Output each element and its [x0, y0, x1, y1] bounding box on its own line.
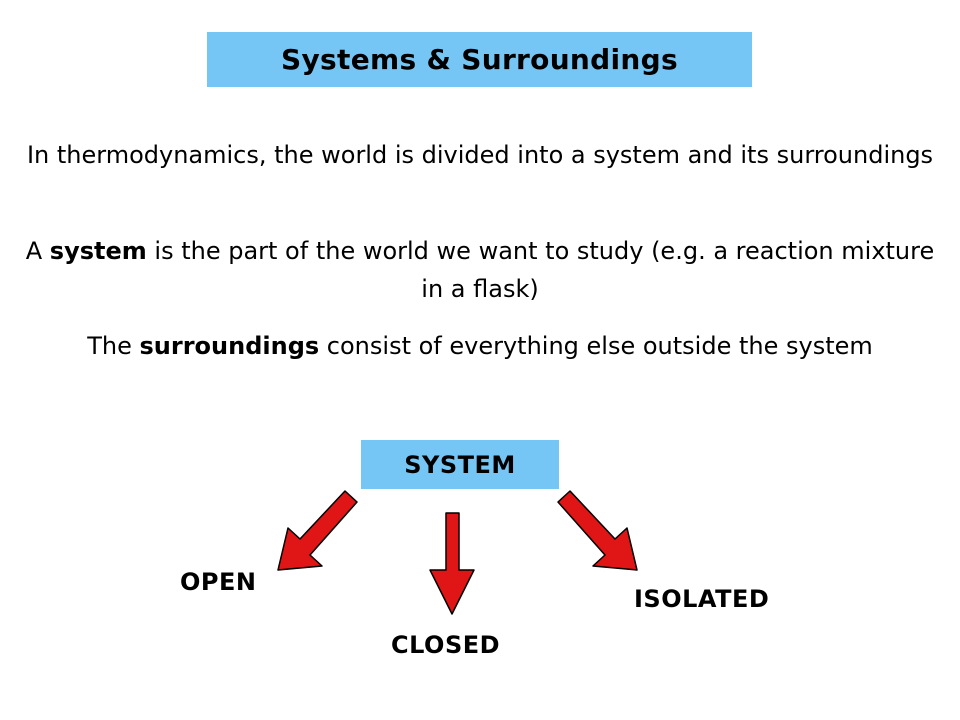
system-def-prefix: A [25, 237, 50, 265]
title-banner: Systems & Surroundings [207, 32, 752, 87]
surroundings-term: surroundings [139, 332, 320, 360]
intro-text: In thermodynamics, the world is divided … [26, 141, 934, 169]
arrow-to-closed [429, 512, 475, 615]
slide-title: Systems & Surroundings [281, 43, 678, 76]
arrow-to-open [277, 490, 358, 571]
isolated-label: ISOLATED [634, 585, 770, 613]
system-definition: A system is the part of the world we wan… [20, 232, 940, 308]
intro-paragraph: In thermodynamics, the world is divided … [20, 136, 940, 174]
surroundings-def-text: consist of everything else outside the s… [319, 332, 873, 360]
open-label: OPEN [180, 568, 257, 596]
system-box: SYSTEM [361, 440, 559, 489]
arrow-to-isolated [557, 490, 638, 571]
surroundings-definition: The surroundings consist of everything e… [20, 327, 940, 365]
system-term: system [49, 237, 147, 265]
system-box-label: SYSTEM [404, 450, 516, 479]
closed-label: CLOSED [391, 631, 501, 659]
surroundings-def-prefix: The [87, 332, 140, 360]
system-def-text: is the part of the world we want to stud… [146, 237, 935, 303]
